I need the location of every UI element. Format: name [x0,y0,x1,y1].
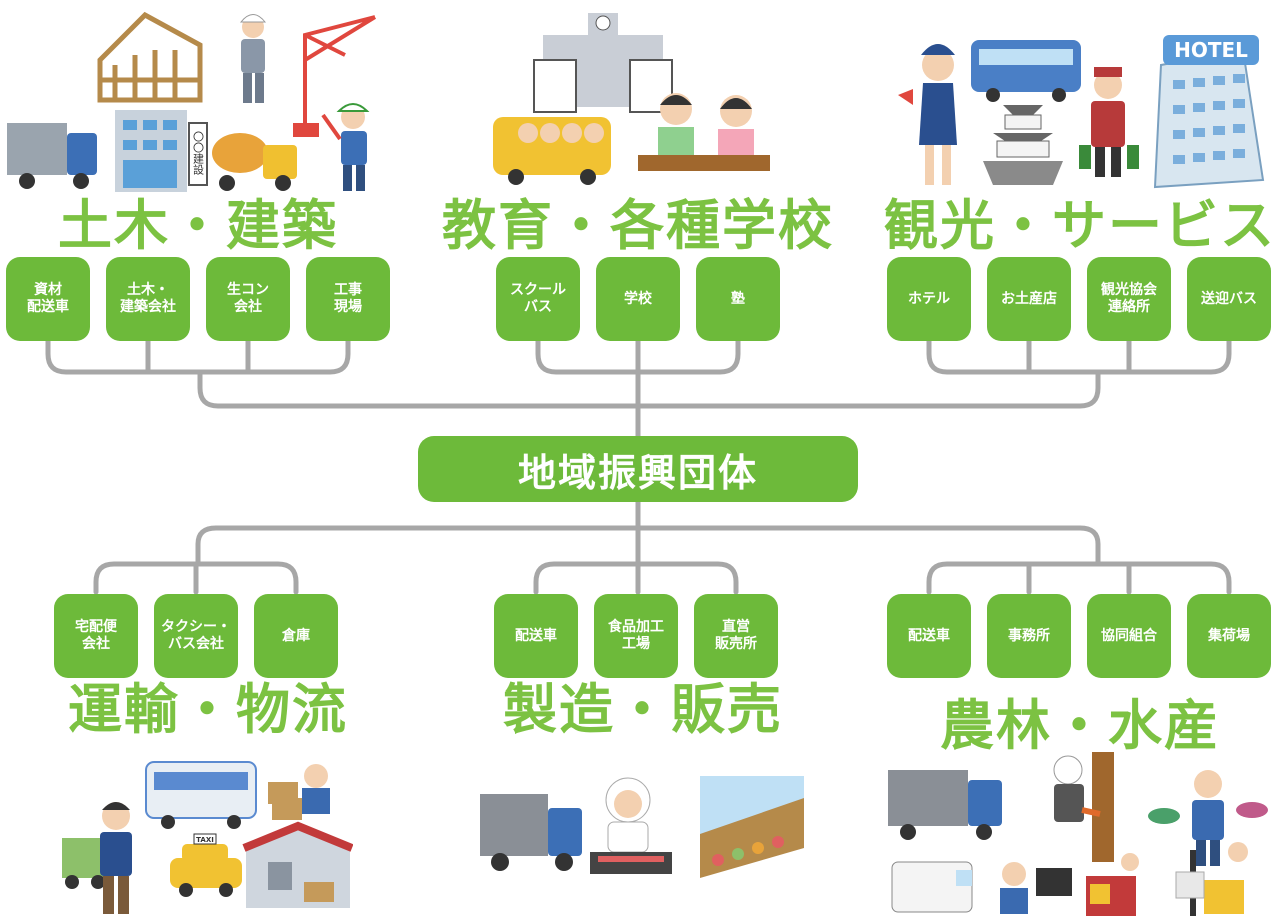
education-illustration [493,13,770,185]
manufacturing-illustration [480,776,804,878]
tourism-illustration: HOTEL [898,35,1265,189]
node-hotel: ホテル [887,257,971,341]
guide-icon [898,44,957,185]
category-title-construction: 土木・建築 [58,194,338,257]
node-construction-site: 工事 現場 [306,257,390,341]
harvester-icon [1086,853,1139,916]
node-direct-store: 直営 販売所 [694,594,778,678]
node-concrete-company: 生コン 会社 [206,257,290,341]
forklift-icon [1175,842,1248,916]
category-title-manufacturing: 製造・販売 [503,678,783,741]
driver-icon [100,802,132,914]
agriculture-illustration [888,752,1268,916]
node-tourism-office: 観光協会 連絡所 [1087,257,1171,341]
delivery-truck-icon [62,838,106,889]
building-sign: 〇〇建設 [192,131,205,175]
category-title-logistics: 運輸・物流 [68,678,348,741]
truck-icon [888,770,1002,840]
logistics-illustration: TAXI [62,761,353,914]
bus-icon [971,40,1081,102]
taxi-icon: TAXI [170,833,242,897]
node-courier-company: 宅配便 会社 [54,594,138,678]
node-warehouse: 倉庫 [254,594,338,678]
hub-node: 地域振興団体 [418,436,858,502]
connector-bottom-bar [195,525,1101,565]
food-worker-icon [590,777,672,874]
school-building-icon [533,13,673,113]
hotel-icon: HOTEL [1153,35,1265,189]
truck-icon [7,123,97,189]
house-frame-icon [97,11,203,103]
node-shuttle-bus: 送迎バス [1187,257,1271,341]
forester-icon [1053,752,1114,862]
connector-group-5 [533,561,739,595]
node-cram-school: 塾 [696,257,780,341]
office-building-icon: 〇〇建設 [115,110,208,192]
market-stall-icon [700,776,804,878]
node-materials-delivery: 資材 配送車 [6,257,90,341]
worker-icon [239,14,267,103]
flagman-icon [321,103,370,191]
fisherman-icon [1148,770,1268,866]
category-title-agriculture: 農林・水産 [940,694,1220,757]
office-worker-icon [1000,862,1072,914]
school-bus-icon [493,117,611,185]
node-agri-delivery-vehicle: 配送車 [887,594,971,678]
category-title-education: 教育・各種学校 [442,194,834,257]
castle-icon [983,105,1063,185]
node-school: 学校 [596,257,680,341]
bellhop-icon [1079,67,1139,177]
node-collection-site: 集荷場 [1187,594,1271,678]
node-taxi-bus-company: タクシー・ バス会社 [154,594,238,678]
crane-icon [293,15,377,137]
node-school-bus: スクール バス [496,257,580,341]
connector-group-6 [926,561,1232,595]
node-souvenir-shop: お土産店 [987,257,1071,341]
node-office: 事務所 [987,594,1071,678]
hotel-sign: HOTEL [1174,38,1248,62]
connector-group-3 [634,338,1232,409]
node-civil-construction-company: 土木・ 建築会社 [106,257,190,341]
bus-icon [145,761,257,829]
construction-illustration: 〇〇建設 [7,11,377,192]
mixer-truck-icon [212,133,297,191]
van-icon [891,861,973,913]
connector-group-2 [535,338,741,439]
category-title-tourism: 観光・サービス [884,194,1276,257]
node-delivery-vehicle: 配送車 [494,594,578,678]
truck-icon [480,794,582,871]
students-icon [638,93,770,171]
connector-group-1 [45,338,640,409]
warehouse-worker-icon [268,764,330,820]
connector-group-4 [93,561,299,595]
node-food-processing-plant: 食品加工 工場 [594,594,678,678]
warehouse-icon [242,821,353,908]
node-cooperative: 協同組合 [1087,594,1171,678]
taxi-sign: TAXI [196,836,214,844]
